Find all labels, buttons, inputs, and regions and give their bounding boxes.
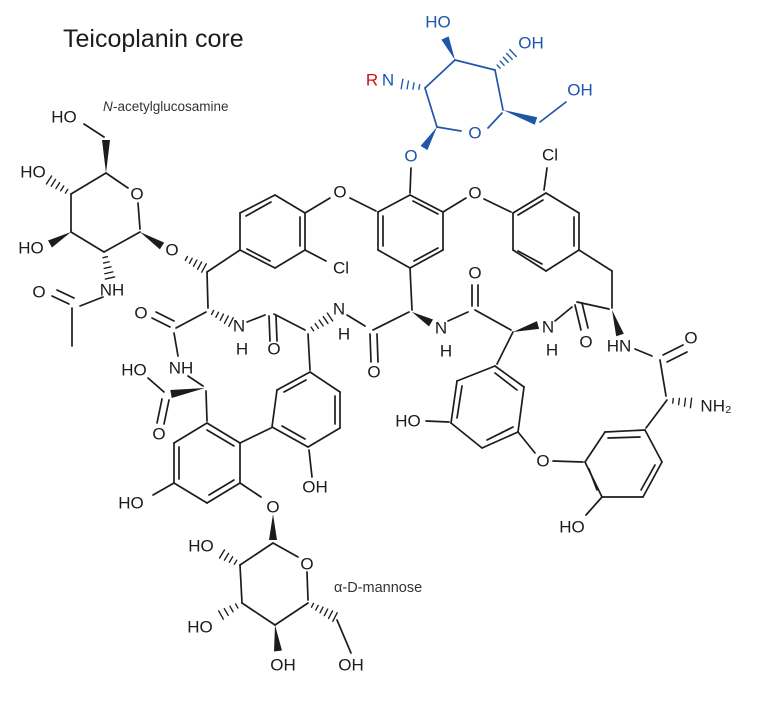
hydroxyl-label: HO xyxy=(425,13,451,32)
glycosidic-oxygen-label: O xyxy=(266,498,279,517)
amide-label: N xyxy=(233,317,245,336)
oxygen-label: O xyxy=(152,425,165,444)
bond-network xyxy=(45,36,693,654)
amine-n-label: N xyxy=(382,71,394,90)
hydroxyl-label: HO xyxy=(559,518,585,537)
oxygen-label: O xyxy=(367,363,380,382)
ring-oxygen-label: O xyxy=(130,185,143,204)
hydroxyl-label: HO xyxy=(188,537,214,556)
chlorine-label: Cl xyxy=(542,146,558,165)
hydroxyl-label: OH xyxy=(567,81,593,100)
oxygen-label: O xyxy=(684,329,697,348)
amide-label: HN xyxy=(607,337,632,356)
hydroxyl-label: OH xyxy=(270,656,296,675)
amide-label: N xyxy=(435,319,447,338)
page-title: Teicoplanin core xyxy=(63,25,244,53)
hydroxyl-label: HO xyxy=(118,494,144,513)
hydroxyl-label: HO xyxy=(20,163,46,182)
hydroxyl-label: HO xyxy=(51,108,77,127)
ether-oxygen-label: O xyxy=(333,183,346,202)
r-group-label: R xyxy=(366,71,378,90)
amide-h-label: H xyxy=(440,342,452,361)
glycosidic-oxygen-label: O xyxy=(404,147,417,166)
ring-oxygen-label: O xyxy=(468,124,481,143)
hydroxyl-label: HO xyxy=(395,412,421,431)
oxygen-label: O xyxy=(579,333,592,352)
hydroxyl-label: HO xyxy=(18,239,44,258)
oxygen-label: O xyxy=(134,304,147,323)
amide-label: N xyxy=(542,318,554,337)
oxygen-label: O xyxy=(32,283,45,302)
ring-oxygen-label: O xyxy=(300,555,313,574)
atom-labels: HO HO HO O NH O O O Cl O Cl N H O NH HO … xyxy=(18,13,731,675)
amide-h-label: H xyxy=(338,325,350,344)
oxygen-label: O xyxy=(267,340,280,359)
amine-label: NH₂ xyxy=(700,397,731,416)
amide-h-label: H xyxy=(236,340,248,359)
hydroxyl-label: OH xyxy=(302,478,328,497)
amino-sugar-annotation-prefix: N xyxy=(103,99,113,114)
oxygen-label: O xyxy=(468,264,481,283)
glycosidic-oxygen-label: O xyxy=(165,241,178,260)
amino-sugar-annotation: -acetylglucosamine xyxy=(113,99,229,114)
ether-oxygen-label: O xyxy=(536,452,549,471)
amide-label: NH xyxy=(100,281,125,300)
hydroxyl-label: HO xyxy=(187,618,213,637)
amide-h-label: H xyxy=(546,341,558,360)
hydroxyl-label: OH xyxy=(338,656,364,675)
chlorine-label: Cl xyxy=(333,259,349,278)
ether-oxygen-label: O xyxy=(468,184,481,203)
mannose-annotation: α-D-mannose xyxy=(334,580,422,596)
hydroxyl-label: HO xyxy=(121,361,147,380)
hydroxyl-label: OH xyxy=(518,34,544,53)
amide-label: N xyxy=(333,300,345,319)
amide-label: NH xyxy=(169,359,194,378)
